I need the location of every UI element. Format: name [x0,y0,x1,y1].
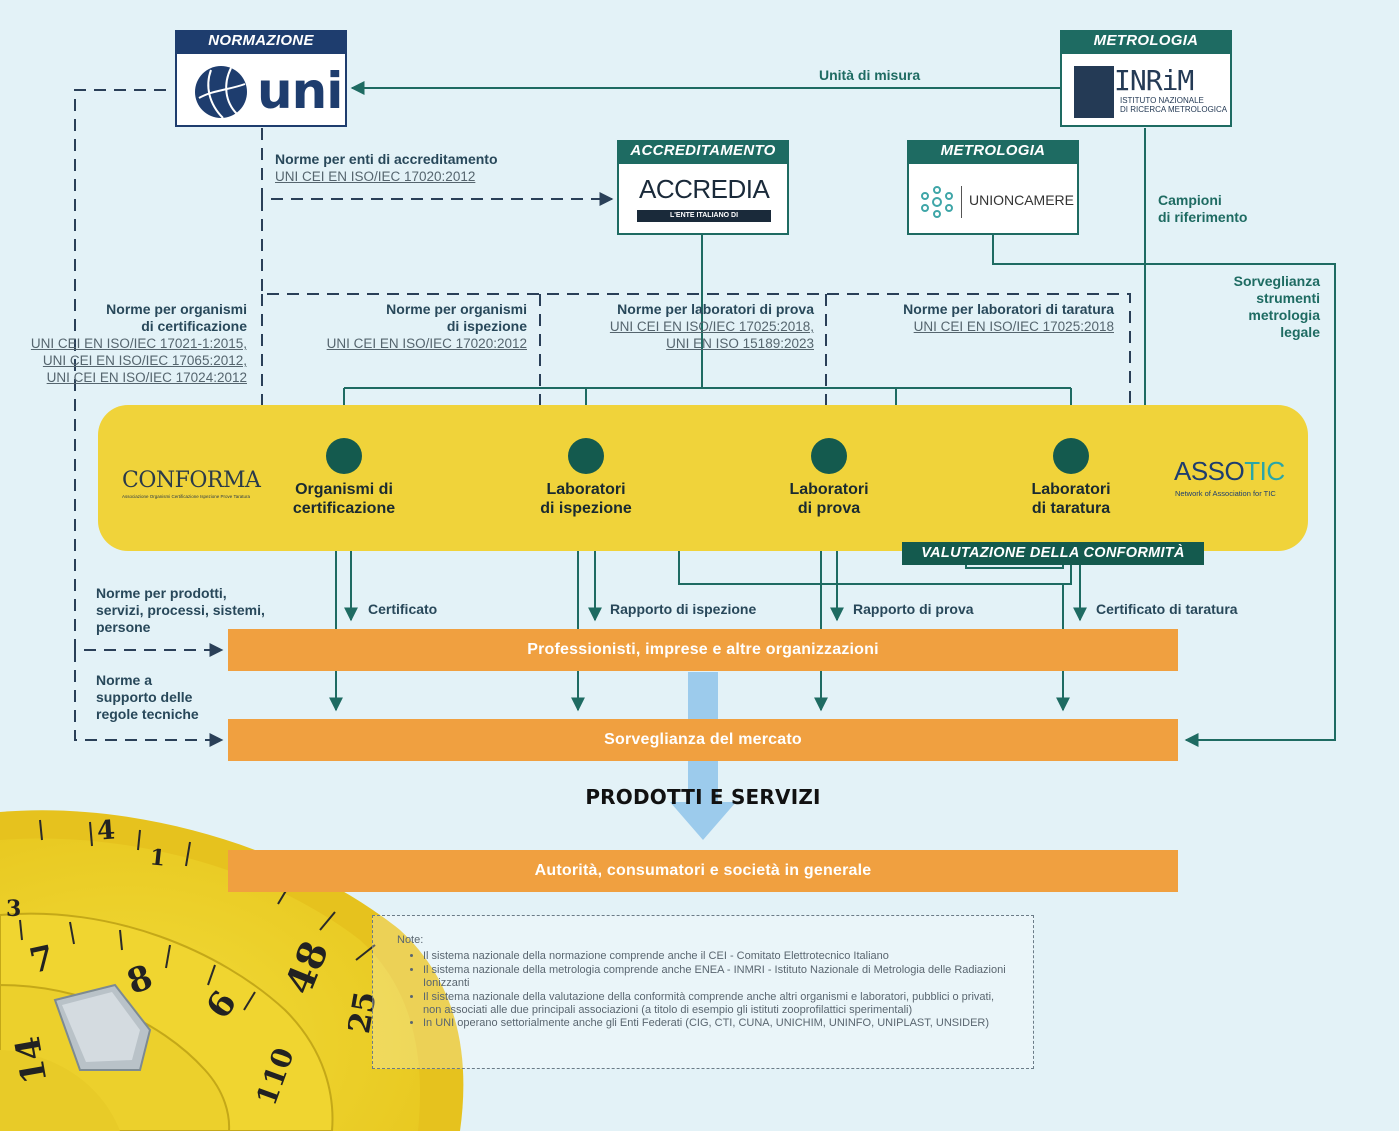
node-organismi-certificazione[interactable] [326,438,362,474]
metrologia-inrim-header: METROLOGIA [1060,30,1232,52]
output-certificato: Certificato [368,601,438,617]
accredia-logo-box[interactable]: ACCREDIA L'ENTE ITALIANO DI ACCREDITAMEN… [617,162,789,235]
prodotti-servizi-title: PRODOTTI E SERVIZI [585,785,821,809]
campioni-label-1: Campioni [1158,192,1222,208]
notes-list: Il sistema nazionale della normazione co… [397,950,1009,1030]
inrim-mark-icon [1074,66,1114,118]
norme-ispezione-label: Norme per organismi di ispezione [386,301,527,334]
sorveglianza-strumenti-label: Sorveglianza strumenti metrologia legale [1233,273,1320,340]
metrologia-unioncamere-header: METROLOGIA [907,140,1079,162]
campioni-label-2: di riferimento [1158,209,1248,225]
norme-prova-label: Norme per laboratori di prova [617,301,814,317]
note-item: Il sistema nazionale della metrologia co… [423,964,1009,991]
accredia-logo-sub: L'ENTE ITALIANO DI ACCREDITAMENTO [637,210,771,231]
node-laboratori-prova[interactable] [811,438,847,474]
tape-number: 3 [6,896,22,922]
inrim-logo-box[interactable]: INRiM ISTITUTO NAZIONALE DI RICERCA METR… [1060,52,1232,127]
uni-globe-icon [195,66,247,119]
node-laboratori-taratura[interactable] [1053,438,1089,474]
norme-prodotti-label: Norme per prodotti, servizi, processi, s… [96,585,265,635]
accreditamento-header: ACCREDITAMENTO [617,140,789,162]
norme-certificazione-standards[interactable]: UNI CEI EN ISO/IEC 17021-1:2015, UNI CEI… [30,336,247,385]
band-sorveglianza-mercato[interactable]: Sorveglianza del mercato [228,719,1178,761]
output-rapporto-prova: Rapporto di prova [853,601,974,617]
norme-prova-standards[interactable]: UNI CEI EN ISO/IEC 17025:2018, UNI EN IS… [609,319,814,351]
note-item: Il sistema nazionale della normazione co… [423,950,1009,963]
conforma-sub: Associazione Organismi Certificazione Is… [122,494,250,499]
unita-misura-label: Unità di misura [819,67,921,83]
conforma-logo: CONFORMA [122,468,261,493]
valutazione-conformita-badge: VALUTAZIONE DELLA CONFORMITÀ [902,542,1204,565]
accredia-logo-text: ACCREDIA [639,174,770,204]
norme-regole-label: Norme a supporto delle regole tecniche [96,672,199,722]
note-item: In UNI operano settorialmente anche gli … [423,1017,1009,1030]
node-laboratori-ispezione[interactable] [568,438,604,474]
tape-measure-illustration [0,810,464,1131]
band-professionisti[interactable]: Professionisti, imprese e altre organizz… [228,629,1178,671]
assotic-logo: ASSOTIC [1174,456,1285,486]
inrim-logo-sub2: DI RICERCA METROLOGICA [1120,105,1228,114]
uni-logo-box[interactable]: uni [175,52,347,127]
inrim-logo-title: INRiM [1114,64,1194,97]
norme-ispezione-standard[interactable]: UNI CEI EN ISO/IEC 17020:2012 [326,336,527,351]
assotic-sub: Network of Association for TIC [1175,489,1276,498]
band-autorita[interactable]: Autorità, consumatori e società in gener… [228,850,1178,892]
uni-logo-text: uni [257,62,343,120]
norme-taratura-label: Norme per laboratori di taratura [903,301,1114,317]
unioncamere-mark-icon [921,186,953,218]
notes-box: Note: Il sistema nazionale della normazi… [372,915,1034,1069]
conformity-assessment-panel [98,405,1308,551]
output-rapporto-ispezione: Rapporto di ispezione [610,601,757,617]
norme-accreditamento-standard[interactable]: UNI CEI EN ISO/IEC 17020:2012 [275,169,476,184]
note-item: Il sistema nazionale della valutazione d… [423,991,1009,1018]
unioncamere-logo-box[interactable]: UNIONCAMERE [907,162,1079,235]
normazione-header: NORMAZIONE [175,30,347,52]
norme-certificazione-label: Norme per organismi di certificazione [106,301,247,334]
unioncamere-logo-text: UNIONCAMERE [969,192,1075,208]
norme-taratura-standard[interactable]: UNI CEI EN ISO/IEC 17025:2018 [913,319,1114,334]
norme-accreditamento-label: Norme per enti di accreditamento [275,151,498,167]
output-certificato-taratura: Certificato di taratura [1096,601,1238,617]
notes-title: Note: [397,934,424,946]
inrim-logo-sub1: ISTITUTO NAZIONALE [1120,96,1204,105]
